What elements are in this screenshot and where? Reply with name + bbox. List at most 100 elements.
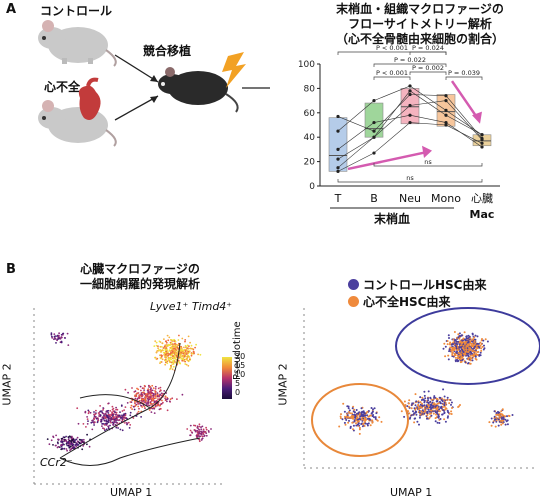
origin-cell [427,399,430,402]
origin-cell [497,413,500,416]
pseudotime-cell [134,401,136,403]
pseudotime-cell [154,393,157,395]
origin-cell [351,407,354,410]
origin-cell [457,336,460,339]
pseudotime-cell [144,407,146,410]
origin-cell [438,402,440,405]
origin-cell [455,345,458,348]
origin-cell [469,362,471,365]
pseudotime-cell [140,398,143,401]
pseudotime-cell [164,340,167,343]
origin-cell [466,345,469,347]
pseudotime-cell [137,410,140,413]
pseudotime-cell [161,358,164,361]
pseudotime-cell [170,365,172,367]
point [408,103,412,108]
pseudotime-cell [119,411,121,413]
origin-cell [367,422,370,425]
pseudotime-cell [164,356,167,359]
pseudotime-cell [62,443,65,445]
pseudotime-cell [62,332,64,335]
origin-cell [469,349,472,351]
pseudotime-cell [156,395,159,397]
pseudotime-cell [112,407,115,410]
origin-cell [446,416,449,419]
pseudotime-cell [179,350,182,353]
pseudotime-cell [197,353,200,356]
pseudotime-cell [149,397,152,400]
pseudotime-cell [114,419,117,422]
pseudotime-cell [161,342,164,345]
bracket-6 [373,163,483,167]
colorbar-label: Pseudotime [232,321,243,380]
origin-cell [356,417,359,419]
pseudotime-cell [61,437,64,440]
origin-cell [493,415,496,418]
pseudotime-cell [120,416,123,419]
pseudotime-cell [166,362,169,365]
origin-cell [414,404,417,407]
pseudotime-cell [175,347,178,349]
chart-title-line-2: フローサイトメトリー解析 [348,17,492,31]
origin-cell [423,390,426,393]
origin-cell [453,354,456,357]
point [480,145,484,149]
origin-cell [501,422,504,425]
pseudotime-cell [104,417,107,420]
pseudotime-cell [171,363,174,365]
pseudotime-cell [93,421,95,423]
pseudotime-cell [103,427,105,430]
pseudotime-cell [109,420,112,423]
pseudotime-cell [87,409,90,412]
pseudotime-cell [166,409,169,412]
pseudotime-cell [54,444,57,447]
pseudotime-cell [118,416,120,418]
origin-cell [471,333,474,336]
pseudotime-cell [190,344,193,347]
pseudotime-cell [107,427,110,430]
origin-cell [360,407,363,410]
bracket-label-0: P < 0.001 [376,44,408,52]
pseudotime-cell [60,440,62,443]
bracket-2 [373,76,411,80]
pseudotime-cell [148,404,151,407]
origin-cell [373,407,376,410]
pseudotime-cell [184,339,187,341]
pseudotime-cell [177,347,179,350]
origin-cell [373,416,375,419]
pseudotime-cell [173,338,176,341]
pseudotime-cell [165,349,167,351]
pseudotime-cell [184,360,187,363]
pseudotime-cell [168,336,171,339]
origin-cell [420,410,423,413]
pseudotime-cell [110,418,112,420]
pseudotime-cell [118,414,120,417]
pseudotime-cell [99,405,101,407]
origin-cell [403,415,406,418]
pseudotime-cell [94,413,97,415]
origin-cell [441,413,444,416]
origin-cell [504,415,507,418]
bracket-5 [445,76,483,80]
pseudotime-cell [201,437,204,440]
pseudotime-cell [86,423,89,425]
bracket-label-4: P = 0.024 [412,44,444,52]
origin-cell [430,409,433,412]
pseudotime-cell [171,397,174,400]
point [444,99,448,103]
origin-cell [448,402,451,405]
pseudotime-cell [58,337,61,340]
pseudotime-cell [168,360,171,363]
origin-cell [429,397,432,400]
x-label-5: Mac [470,208,495,221]
pseudotime-cell [159,404,161,407]
origin-cell [446,340,449,342]
origin-cell [438,410,441,413]
origin-cell [364,419,367,422]
origin-cell [494,418,497,421]
pseudotime-cell [86,418,89,420]
origin-cell [355,424,358,427]
pseudotime-cell [137,392,140,394]
pseudotime-cell [193,352,195,354]
